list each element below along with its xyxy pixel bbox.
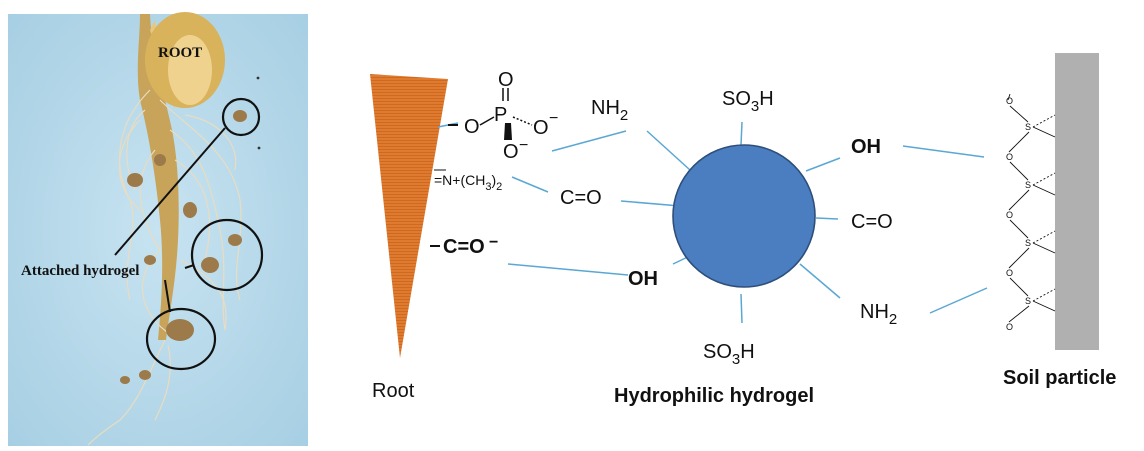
soil-anchor-7-1 [1032, 300, 1056, 312]
soil-anchor-1-1 [1032, 126, 1056, 138]
hydrogel-co-left: C=O [560, 187, 602, 209]
soil-anchor-7-0 [1032, 288, 1056, 302]
soil-atom-7: S [1025, 296, 1031, 306]
highlight-circle-top [221, 97, 261, 137]
soil-atom-8: O [1006, 322, 1013, 332]
soil-bond-5 [1008, 247, 1030, 269]
photo-attached-label: Attached hydrogel [21, 263, 139, 279]
soil-bond-1 [1008, 131, 1030, 153]
highlight-circle-middle [190, 218, 264, 292]
soil-atom-3: S [1025, 180, 1031, 190]
spoke-co-left [620, 200, 681, 207]
soil-bond-4 [1009, 219, 1029, 239]
label-root: Root [372, 380, 415, 402]
spoke-so3h-bottom [740, 293, 743, 324]
hydrogel-oh-right: OH [851, 136, 881, 158]
line-carboxylate-oh [507, 263, 629, 276]
amine-text: =N+(CH3)2 [434, 172, 502, 193]
spoke-nh2-right [799, 263, 841, 299]
soil-bond-6 [1009, 277, 1029, 297]
photo-root-label: ROOT [158, 45, 202, 61]
root-shaft [137, 14, 179, 340]
phosphate-o-left: O [464, 116, 480, 138]
pointer-line-top [114, 127, 226, 256]
phosphate-minus-bottom: − [519, 137, 528, 154]
hydrogel-nh2-right: NH2 [860, 301, 897, 328]
soil-atom-1: S [1025, 122, 1031, 132]
hydrogel-so3h-bottom: SO3H [703, 341, 755, 368]
label-hydrogel: Hydrophilic hydrogel [614, 385, 814, 407]
soil-atom-4: O [1006, 210, 1013, 220]
phosphate-o-right: O [533, 117, 549, 139]
root-amine-group: =N+(CH3)2 [434, 169, 502, 193]
soil-bond-0 [1009, 105, 1029, 123]
root-phosphate-group: O P O O − O − [448, 69, 558, 163]
spoke-co-right [815, 217, 839, 220]
soil-anchor-1-0 [1032, 114, 1056, 128]
spoke-oh-right [805, 157, 841, 172]
soil-bond-3 [1008, 189, 1030, 211]
root-carboxylate-group: C=O − [430, 234, 498, 258]
highlight-circle-bottom [145, 307, 217, 371]
hydrogel-oh-left: OH [628, 268, 658, 290]
soil-anchor-3-1 [1032, 184, 1056, 196]
hydrogel-sphere [672, 144, 816, 288]
soil-atom-0: O [1006, 96, 1013, 106]
soil-siloxane-chain: O S O S O S O S O [1006, 93, 1056, 332]
hydrogel-nh2-top: NH2 [591, 97, 628, 124]
pointer-line-bottom [164, 279, 171, 313]
phosphate-p: P [494, 104, 507, 126]
line-phosphate-nh2 [551, 130, 627, 152]
line-amine-co [511, 176, 549, 193]
line-nh2-soil [929, 287, 988, 314]
phosphate-o-bottom: O [503, 141, 519, 163]
line-oh-soil [902, 145, 985, 158]
spoke-so3h-top [740, 121, 743, 146]
root-tip [370, 74, 448, 358]
hydrogel-groups: NH2 SO3H C=O OH OH C=O NH2 SO3H [560, 88, 897, 368]
soil-atom-2: O [1006, 152, 1013, 162]
soil-atom-6: O [1006, 268, 1013, 278]
phosphate-minus-right: − [549, 110, 558, 127]
hydrogel-so3h-top: SO3H [722, 88, 774, 115]
soil-bond-top [1007, 93, 1011, 101]
soil-bond-2 [1009, 161, 1029, 181]
carboxylate-text: C=O [443, 236, 485, 258]
hydrogel-co-right: C=O [851, 211, 893, 233]
pointer-line-middle [184, 264, 195, 269]
spoke-nh2 [646, 130, 691, 171]
interaction-lines [437, 121, 988, 324]
soil-anchor-3-0 [1032, 172, 1056, 186]
phosphate-o-top: O [498, 69, 514, 91]
soil-anchor-5-0 [1032, 230, 1056, 244]
label-soil-particle: Soil particle [1003, 367, 1116, 389]
attached-hydrogel-pieces [120, 110, 247, 384]
soil-bond-7 [1008, 305, 1030, 323]
root-photo: ROOT Attached hydrogel [8, 12, 308, 446]
soil-anchor-5-1 [1032, 242, 1056, 254]
soil-atom-5: S [1025, 238, 1031, 248]
soil-particle [1055, 53, 1099, 350]
carboxylate-minus: − [489, 234, 498, 251]
